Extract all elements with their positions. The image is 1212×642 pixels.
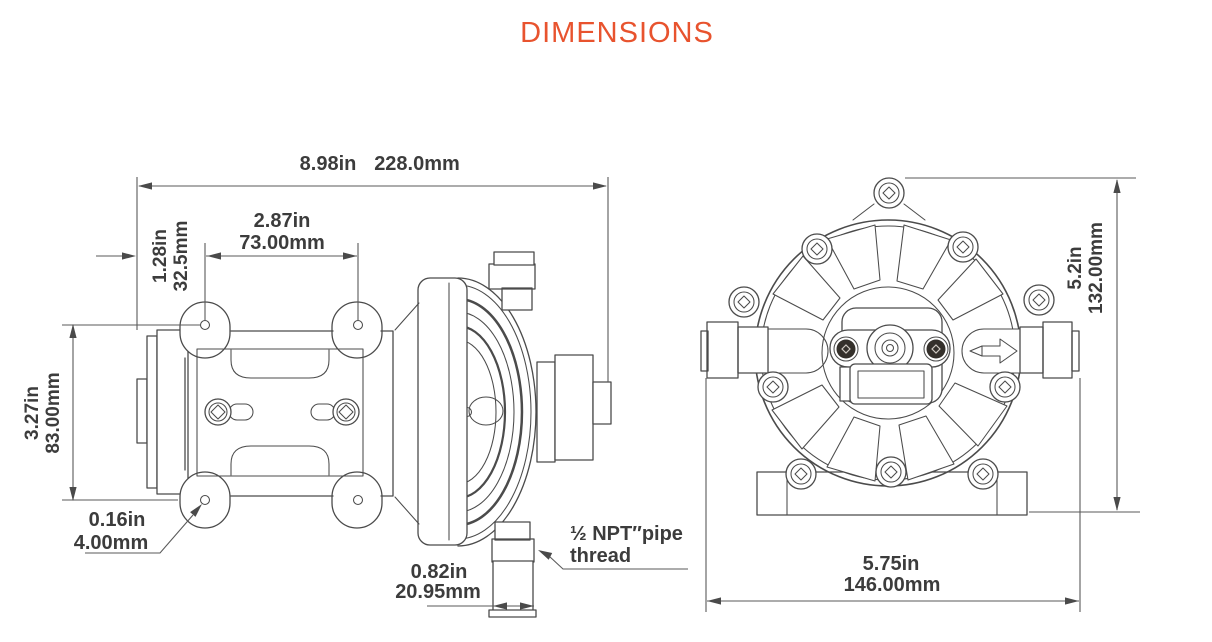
top-port [488, 251, 536, 311]
motor-end [136, 329, 189, 495]
clamp-flange [417, 277, 468, 546]
leader-thread-note [548, 555, 688, 570]
outlet-port [961, 321, 1080, 379]
dim-bolt-spacing-mm: 73.00mm [239, 232, 325, 254]
dim-edge-offset-mm: 32.5mm [171, 221, 192, 292]
screw-boss [785, 458, 817, 490]
pump-front-view [700, 177, 1080, 516]
dome-hub [468, 396, 504, 426]
dim-bolt-height-mm: 83.00mm [43, 372, 64, 453]
dim-base-width-in: 5.75in [863, 553, 920, 575]
screw-boss [947, 231, 979, 263]
outlet-collar [1019, 326, 1044, 374]
dim-overall-height-mm: 132.00mm [1086, 222, 1107, 314]
dim-overall-length-in: 8.98in [300, 153, 357, 175]
dim-edge-offset-in: 1.28in [150, 229, 171, 283]
leader-hole-size [85, 514, 194, 554]
mounting-hole [199, 494, 211, 506]
bracket-arch-bottom [230, 445, 330, 476]
dim-bolt-spacing-in: 2.87in [254, 210, 311, 232]
pressure-switch-housing [536, 354, 612, 463]
page-title: DIMENSIONS [520, 17, 714, 49]
inlet-port-thread [706, 321, 739, 379]
mounting-bracket [179, 301, 394, 529]
note-pipe-thread-line2: thread [570, 545, 631, 567]
dim-overall-height-in: 5.2in [1065, 246, 1086, 289]
flow-direction-arrow [969, 338, 1018, 364]
dim-hole-size-mm: 4.00mm [74, 532, 149, 554]
mounting-hole [352, 494, 364, 506]
dim-base-width-mm: 146.00mm [844, 574, 941, 596]
radial-ribs [771, 224, 1008, 482]
switch-screw [836, 339, 856, 359]
note-pipe-thread-line1: ½ NPT″pipe [570, 523, 683, 545]
inlet-port [700, 321, 829, 379]
screw-boss [1023, 284, 1055, 316]
screw-boss [873, 177, 905, 209]
mounting-hole [352, 319, 364, 331]
screw-boss [757, 371, 789, 403]
mounting-hole [199, 319, 211, 331]
pump-side-view [136, 251, 612, 618]
dim-hole-size-in: 0.16in [89, 509, 146, 531]
switch-screw [926, 339, 946, 359]
center-switch-assembly [821, 286, 955, 420]
top-port-thread [488, 263, 536, 290]
dim-bolt-height-in: 3.27in [22, 386, 43, 440]
bracket-arch-top [230, 349, 330, 379]
switch-cover [849, 363, 933, 405]
screw-bosses [728, 177, 1055, 490]
outlet-port-thread [1042, 321, 1073, 379]
inlet-collar [737, 326, 769, 374]
dim-port-size-mm: 20.95mm [395, 581, 481, 603]
screw-boss [989, 371, 1021, 403]
dim-port-size-in: 0.82in [411, 561, 468, 583]
screw-boss [875, 456, 907, 488]
screw-boss [967, 458, 999, 490]
bottom-port [488, 521, 537, 618]
dimension-annotations: 8.98in 228.0mm 2.87in 73.00mm 1.28in 32.… [22, 153, 1140, 612]
pump-head-dome [456, 277, 537, 547]
dim-overall-length-mm: 228.0mm [374, 153, 460, 175]
screw-boss [801, 233, 833, 265]
bottom-port-thread [491, 538, 535, 563]
screw-boss [728, 286, 760, 318]
bracket-lobe [331, 301, 383, 359]
